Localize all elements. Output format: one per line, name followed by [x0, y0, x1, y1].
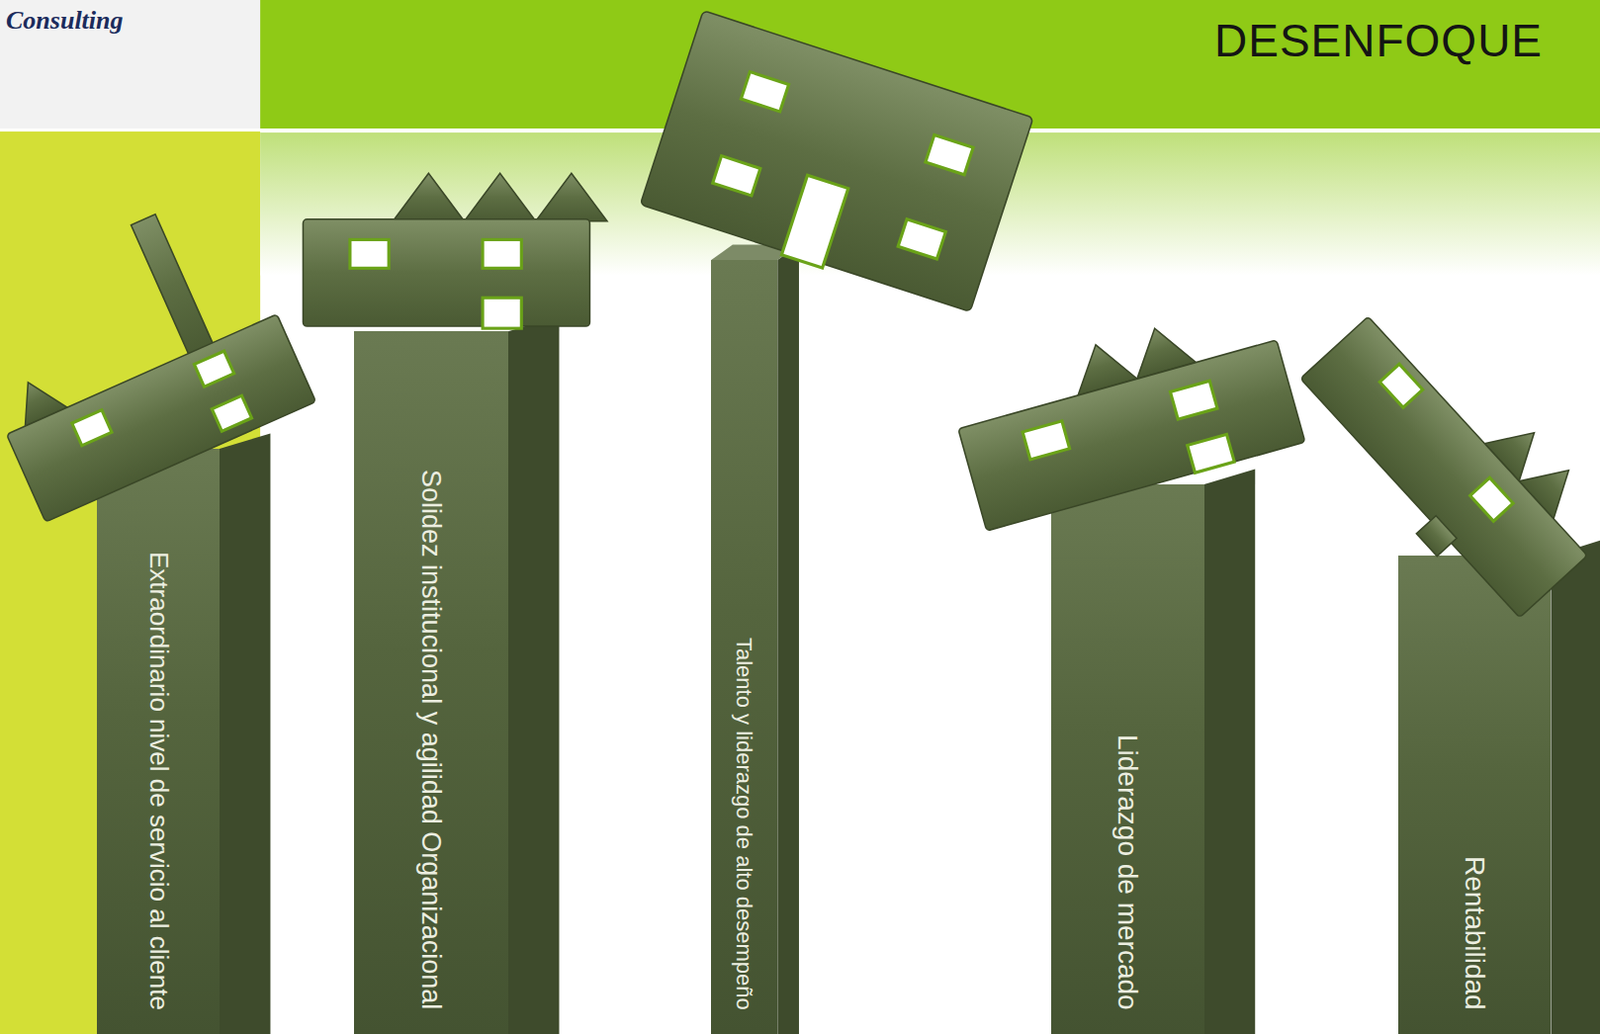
- tilted-house: [638, 10, 1034, 317]
- pillar-label: Solidez institucional y agilidad Organiz…: [415, 335, 446, 1010]
- house-body: [1300, 316, 1588, 619]
- pillar-column: Talento y liderazgo de alto desempeño: [711, 260, 778, 1034]
- tilted-house: [0, 185, 316, 523]
- house-door: [781, 175, 848, 268]
- house-body: [302, 219, 590, 327]
- pillar-label: Extraordinario nivel de servicio al clie…: [143, 498, 174, 1011]
- tilted-house: [302, 173, 608, 329]
- roof-spike: [1125, 320, 1197, 379]
- tilted-house: [946, 297, 1306, 532]
- pillar-label: Rentabilidad: [1458, 810, 1491, 1010]
- pillar-label: Talento y liderazgo de alto desempeño: [731, 494, 757, 1010]
- pillar-label: Liderazgo de mercado: [1111, 668, 1144, 1011]
- house-door: [1416, 516, 1457, 557]
- logo-panel: [0, 0, 261, 129]
- logo-text: Consulting: [5, 5, 124, 36]
- house-window: [72, 410, 112, 446]
- house-window: [1169, 380, 1218, 420]
- roof-spike: [1484, 414, 1552, 482]
- roof-spike: [9, 371, 68, 427]
- banner-fade: [260, 132, 1600, 275]
- tilted-house: [1286, 286, 1600, 631]
- house-window: [1187, 434, 1236, 473]
- house-chimney: [131, 214, 214, 356]
- pillar-side: [1550, 540, 1600, 1034]
- house-window: [925, 134, 974, 175]
- slide-title: DESENFOQUE: [1214, 13, 1543, 68]
- pillar-column: Rentabilidad: [1398, 555, 1552, 1034]
- pillar-side: [508, 316, 560, 1034]
- house-body: [6, 314, 317, 523]
- house-window: [482, 297, 522, 329]
- house-body: [639, 10, 1033, 313]
- pillar-side: [1204, 469, 1256, 1034]
- house-window: [712, 156, 761, 196]
- house-window: [1470, 477, 1513, 522]
- house-window: [350, 239, 389, 268]
- roof-spike: [1066, 337, 1138, 396]
- pillar-side: [777, 245, 800, 1034]
- roof-spike: [392, 173, 464, 221]
- house-window: [1379, 363, 1423, 408]
- pillar-top: [711, 245, 800, 261]
- house-window: [740, 72, 789, 112]
- roof-spike: [1518, 451, 1587, 520]
- roof-spike: [464, 173, 536, 221]
- house-window: [1022, 421, 1070, 460]
- title-banner: [260, 0, 1600, 129]
- roof-spike: [535, 173, 608, 221]
- house-window: [193, 351, 234, 387]
- house-window: [897, 219, 946, 260]
- house-window: [482, 239, 522, 268]
- pillar-column: Extraordinario nivel de servicio al clie…: [96, 448, 220, 1034]
- pillar-side: [219, 433, 271, 1034]
- pillar-column: Liderazgo de mercado: [1051, 484, 1205, 1034]
- pillar-column: Solidez institucional y agilidad Organiz…: [354, 331, 509, 1034]
- house-window: [211, 395, 252, 432]
- house-body: [958, 340, 1306, 532]
